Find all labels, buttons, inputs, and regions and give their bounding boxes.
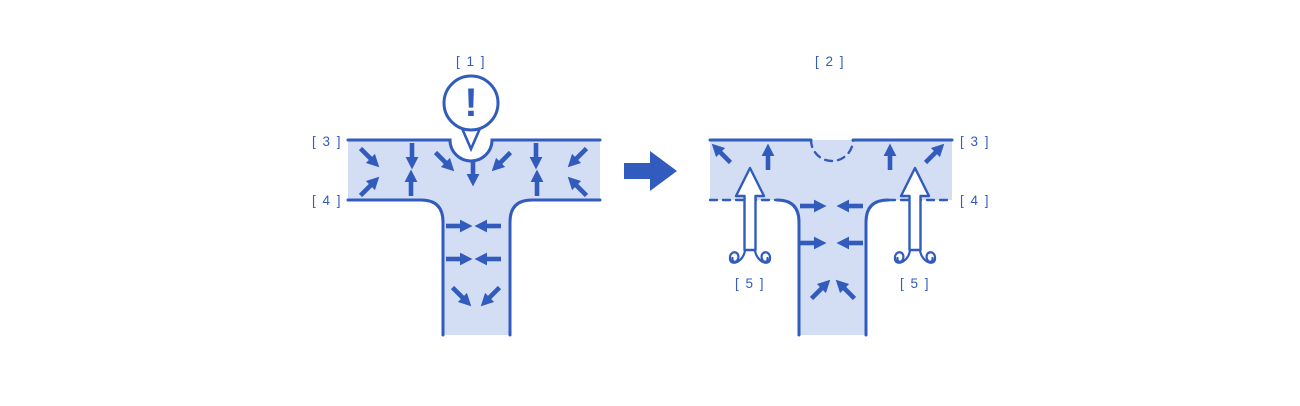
- flow-arrow: [358, 146, 380, 168]
- label-4-right: [ 4 ]: [960, 193, 990, 208]
- leg-right-outline: [864, 198, 890, 337]
- label-5-right: [ 5 ]: [900, 276, 930, 291]
- flow-arrow: [883, 143, 897, 170]
- flow-arrow: [711, 143, 733, 165]
- flow-arrow: [567, 146, 589, 168]
- label-4-left: [ 4 ]: [312, 193, 342, 208]
- swirl-icon: [893, 248, 912, 264]
- label-3-right: [ 3 ]: [960, 134, 990, 149]
- flow-arrow: [466, 160, 480, 187]
- flow-arrows-before: [358, 143, 589, 307]
- flow-arrow: [446, 219, 473, 233]
- flow-arrow: [761, 143, 775, 170]
- air-inflow-arrow-body: [899, 166, 931, 252]
- swirl-icon: [728, 248, 747, 264]
- flow-arrow: [800, 236, 827, 250]
- exclamation-icon: !: [464, 81, 477, 125]
- junction-after-panel: [ 2 ] [ 3 ] [ 4 ] [ 5 ] [ 5 ]: [708, 54, 990, 337]
- label-5-left: [ 5 ]: [735, 276, 765, 291]
- flow-arrow: [358, 176, 380, 198]
- flow-arrow: [836, 236, 863, 250]
- flow-arrow: [530, 169, 544, 196]
- air-inflow-arrow: [893, 166, 937, 264]
- flow-arrow: [491, 150, 513, 172]
- air-inflow-arrow: [728, 166, 772, 264]
- flow-arrow: [433, 150, 455, 172]
- junction-before-panel: ! [ 1 ] [ 3 ] [ 4 ]: [312, 54, 602, 337]
- air-inflow-arrow-body: [734, 166, 766, 252]
- flow-arrow: [474, 252, 501, 266]
- label-3-left: [ 3 ]: [312, 134, 342, 149]
- flow-arrow: [836, 199, 863, 213]
- flow-arrow: [480, 285, 502, 307]
- warning-bubble-circle: [442, 74, 500, 132]
- duct-fill: [710, 140, 952, 335]
- flow-arrows-after: [711, 143, 945, 301]
- leg-left-outline: [775, 198, 801, 337]
- duct-left-edge: [346, 198, 445, 337]
- flow-arrow: [809, 279, 831, 301]
- swirl-icon: [918, 248, 937, 264]
- flow-arrow: [567, 176, 589, 198]
- flow-arrow: [474, 219, 501, 233]
- transition-arrow: [624, 151, 677, 191]
- warning-bubble: !: [442, 74, 500, 153]
- flow-arrow: [405, 143, 419, 170]
- label-1: [ 1 ]: [456, 54, 486, 69]
- flow-arrow: [835, 279, 857, 301]
- sealed-notch-dashed-arc: [809, 138, 855, 163]
- flow-arrow: [923, 143, 945, 165]
- label-2: [ 2 ]: [815, 54, 845, 69]
- flow-arrow: [529, 143, 543, 170]
- flow-arrow: [450, 285, 472, 307]
- flow-arrow: [446, 252, 473, 266]
- flow-arrow: [404, 169, 418, 196]
- swirl-icon: [753, 248, 772, 264]
- flow-arrow: [800, 199, 827, 213]
- airflow-arrows: [728, 166, 937, 264]
- duct-right-edge: [508, 198, 602, 337]
